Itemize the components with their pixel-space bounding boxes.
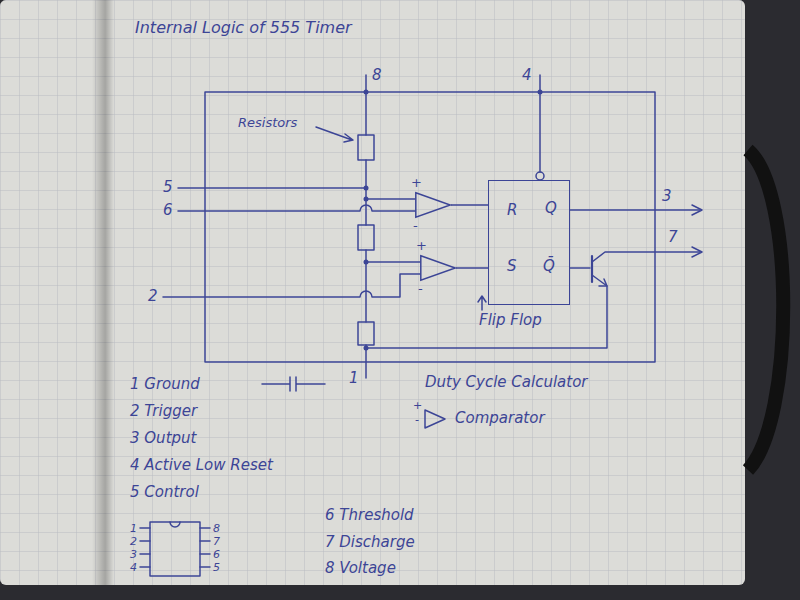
ic-pins bbox=[140, 528, 210, 567]
ic-pin-number: 1 bbox=[130, 523, 137, 534]
pin-wire bbox=[365, 75, 367, 135]
node-text: Flip Flop bbox=[479, 313, 542, 328]
junction-dot bbox=[364, 186, 369, 191]
resistor-symbol bbox=[358, 135, 374, 160]
page-title: Internal Logic of 555 Timer bbox=[135, 20, 352, 36]
node-text: Q̄ bbox=[543, 259, 555, 274]
divider-wire bbox=[365, 160, 367, 225]
comparator-triangle bbox=[421, 256, 455, 280]
symbol-sign: - bbox=[415, 414, 419, 425]
base-wire bbox=[570, 267, 590, 269]
pin-description: 7 Discharge bbox=[325, 535, 415, 550]
grid-lines bbox=[0, 0, 745, 585]
comparator-outline bbox=[415, 192, 451, 218]
page-spine bbox=[92, 0, 114, 585]
circuit-drawing bbox=[140, 75, 702, 576]
ic-pin-number: 5 bbox=[213, 562, 220, 573]
trigger-wire bbox=[163, 274, 420, 297]
pin-number: 4 bbox=[522, 68, 532, 83]
junction-dot bbox=[364, 260, 369, 265]
elastic-strap bbox=[748, 150, 783, 470]
pin-number: 2 bbox=[148, 289, 158, 304]
ic-pin-number: 4 bbox=[130, 562, 137, 573]
pin-description: 4 Active Low Reset bbox=[130, 458, 273, 473]
pin-description: 5 Control bbox=[130, 485, 199, 500]
comparator-node: +- bbox=[420, 255, 456, 281]
control-wire bbox=[178, 187, 366, 189]
node-text: - bbox=[418, 282, 423, 295]
threshold-wire bbox=[178, 205, 415, 211]
ic-pin-number: 7 bbox=[213, 536, 220, 547]
resistor-symbol bbox=[358, 322, 374, 345]
output-wire bbox=[570, 209, 700, 211]
emitter-wire bbox=[366, 275, 607, 348]
comparator-outline bbox=[420, 255, 456, 281]
comparator-triangle bbox=[416, 193, 450, 217]
ground-symbol bbox=[262, 377, 325, 391]
reference-wire bbox=[366, 198, 415, 200]
legend-entry: Comparator bbox=[455, 411, 545, 426]
pin-description: 3 Output bbox=[130, 431, 196, 446]
node-text: + bbox=[416, 239, 427, 252]
arrowhead bbox=[692, 205, 702, 215]
legend-text: Comparator bbox=[455, 409, 545, 427]
pin-number: 1 bbox=[349, 371, 359, 386]
chip-outline bbox=[205, 92, 655, 362]
comparator-symbol bbox=[425, 410, 445, 428]
pin-number: 5 bbox=[163, 180, 173, 195]
ic-pin-number: 8 bbox=[213, 523, 220, 534]
signal-wire bbox=[451, 204, 488, 206]
inverting-bubble bbox=[536, 172, 544, 180]
part-note: Resistors bbox=[238, 116, 297, 129]
leader-arrow bbox=[316, 127, 353, 142]
symbol-sign: + bbox=[413, 400, 422, 411]
junction-dot bbox=[364, 197, 369, 202]
leader-arrow bbox=[478, 296, 486, 310]
pin-number: 3 bbox=[662, 189, 672, 204]
comparator-node: +- bbox=[415, 192, 451, 218]
node-text: R bbox=[507, 203, 517, 218]
pin-description: 8 Voltage bbox=[325, 561, 396, 576]
ic-pin-number: 3 bbox=[130, 549, 137, 560]
pin-description: 1 Ground bbox=[130, 377, 200, 392]
pin-number: 7 bbox=[668, 230, 678, 245]
pin-description: 6 Threshold bbox=[325, 508, 414, 523]
paper bbox=[0, 0, 745, 585]
pin-number: 6 bbox=[163, 203, 173, 218]
node-text: Q bbox=[545, 201, 557, 216]
junction-dot bbox=[364, 346, 369, 351]
resistor-symbol bbox=[358, 225, 374, 250]
node-text: + bbox=[411, 176, 422, 189]
ic-pin-number: 6 bbox=[213, 549, 220, 560]
flip-flop-box: RQSQ̄Flip Flop bbox=[488, 180, 570, 305]
node-text: S bbox=[507, 259, 517, 274]
pin-description: 2 Trigger bbox=[130, 404, 197, 419]
arrowhead bbox=[692, 247, 702, 257]
pin-number: 8 bbox=[372, 68, 382, 83]
emitter-arrow bbox=[599, 279, 607, 286]
junction-dots bbox=[364, 90, 543, 351]
note-text: Duty Cycle Calculator bbox=[425, 375, 588, 390]
transistor-symbol bbox=[591, 256, 593, 282]
junction-dot bbox=[364, 90, 369, 95]
junction-dot bbox=[538, 90, 543, 95]
ic-pin-number: 2 bbox=[130, 536, 137, 547]
ic-package bbox=[150, 522, 200, 576]
ic-notch bbox=[170, 522, 180, 527]
discharge-wire bbox=[592, 252, 700, 262]
signal-wire bbox=[456, 267, 488, 269]
node-text: - bbox=[413, 219, 418, 232]
reference-wire bbox=[366, 261, 420, 263]
